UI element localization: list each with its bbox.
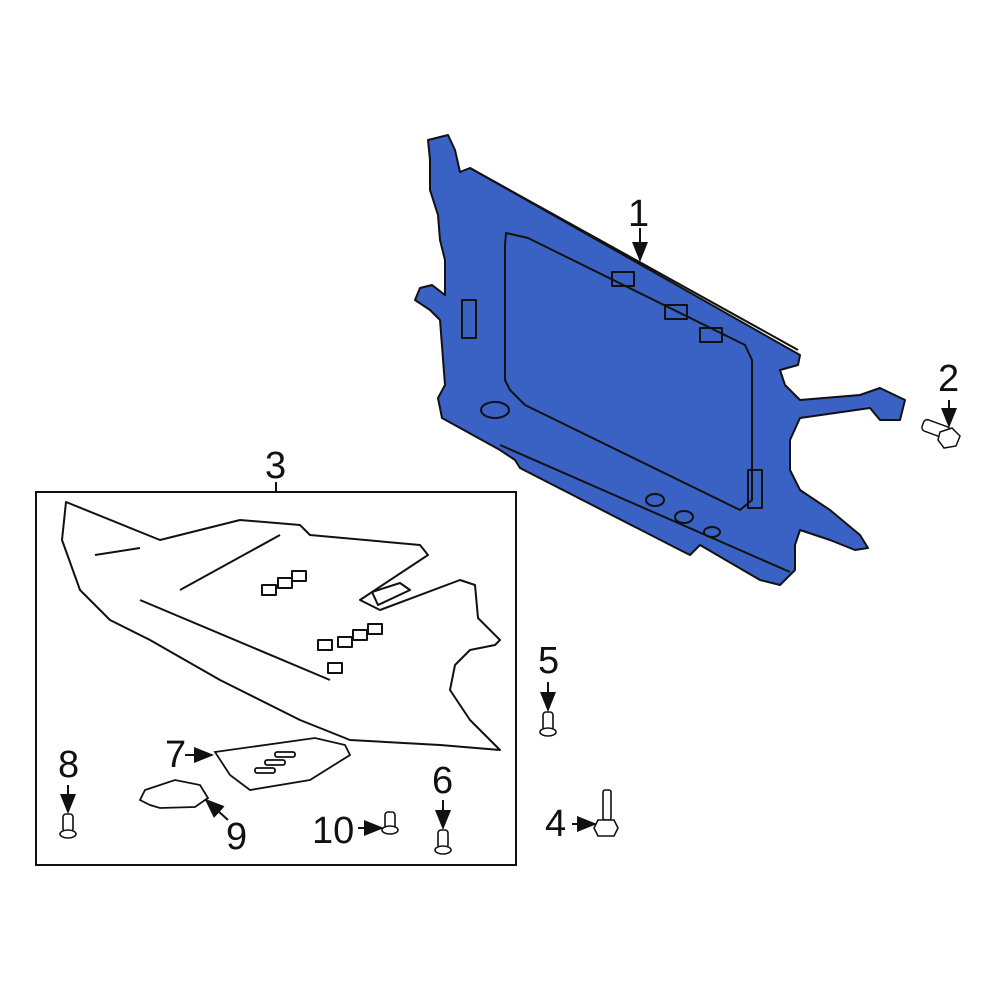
splash-shield[interactable] xyxy=(61,501,501,751)
seal[interactable] xyxy=(138,779,210,809)
access-cover[interactable] xyxy=(213,737,352,791)
callout-1: 1 xyxy=(628,193,650,235)
callout-4: 4 xyxy=(545,803,567,845)
callout-3: 3 xyxy=(265,445,287,487)
callout-8: 8 xyxy=(58,744,80,786)
clip-8[interactable] xyxy=(59,813,77,839)
clip-5[interactable] xyxy=(539,711,557,737)
callout-2: 2 xyxy=(938,358,960,400)
clip-6[interactable] xyxy=(434,829,452,855)
callout-9: 9 xyxy=(226,816,248,858)
callout-10: 10 xyxy=(312,810,355,852)
bolt-4[interactable] xyxy=(593,789,619,837)
clip-10[interactable] xyxy=(381,811,399,835)
bolt-2[interactable] xyxy=(921,418,961,449)
callout-6: 6 xyxy=(432,760,454,802)
callout-5: 5 xyxy=(538,640,560,682)
radiator-support-panel[interactable] xyxy=(414,134,906,586)
callout-7: 7 xyxy=(165,734,187,776)
